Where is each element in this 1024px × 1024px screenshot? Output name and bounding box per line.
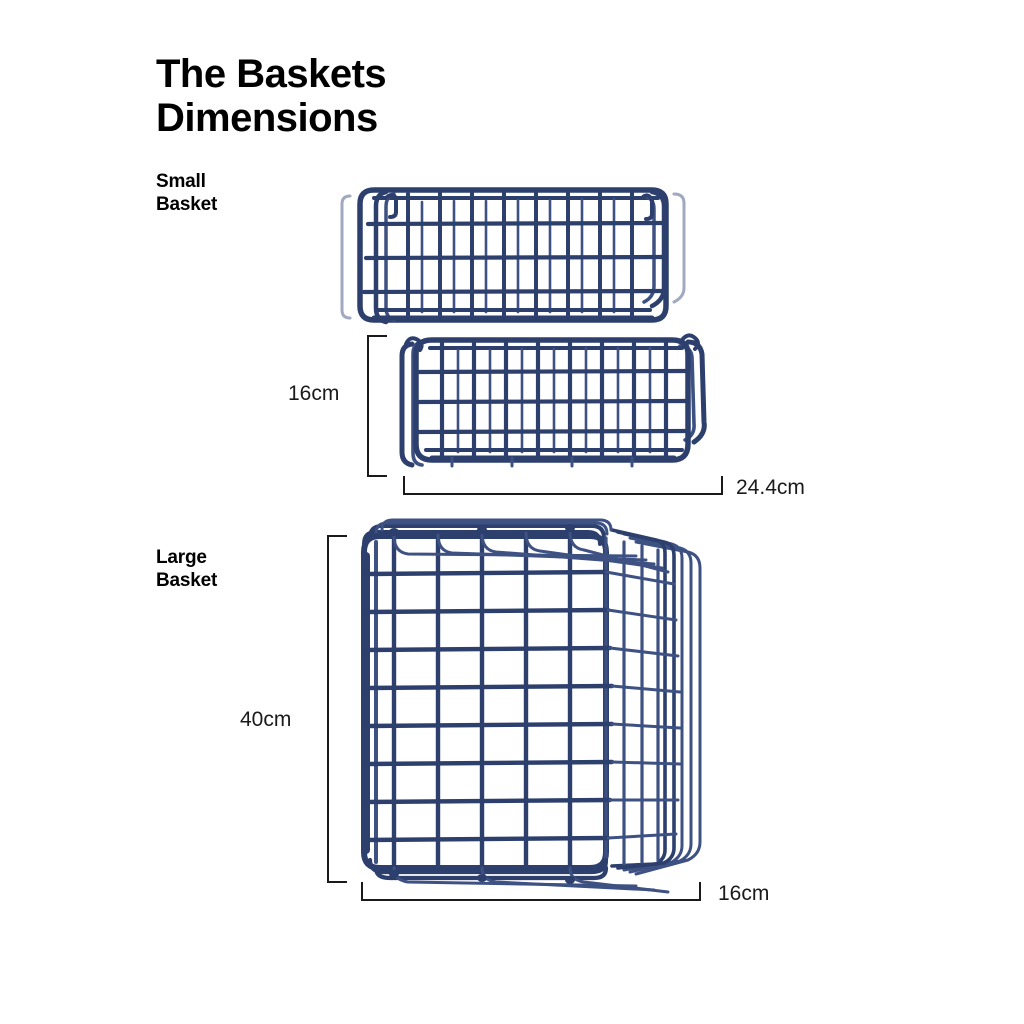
large-basket-height-value: 40cm xyxy=(240,708,292,731)
small-basket-label: Small Basket xyxy=(156,171,218,215)
small-basket-height-value: 16cm xyxy=(288,382,340,405)
large-basket-illustration xyxy=(361,518,702,894)
page-title: The Baskets Dimensions xyxy=(156,52,387,140)
large-basket-label: Large Basket xyxy=(156,547,218,591)
large-basket-width-value: 16cm xyxy=(718,882,770,905)
small-basket-upper-illustration xyxy=(340,187,686,325)
small-basket-height-bracket xyxy=(367,335,387,477)
small-basket-lower-illustration xyxy=(399,333,707,468)
small-basket-width-bracket xyxy=(403,476,723,495)
large-basket-width-bracket xyxy=(361,882,701,901)
small-basket-width-value: 24.4cm xyxy=(736,476,805,499)
large-basket-height-bracket xyxy=(327,535,347,883)
